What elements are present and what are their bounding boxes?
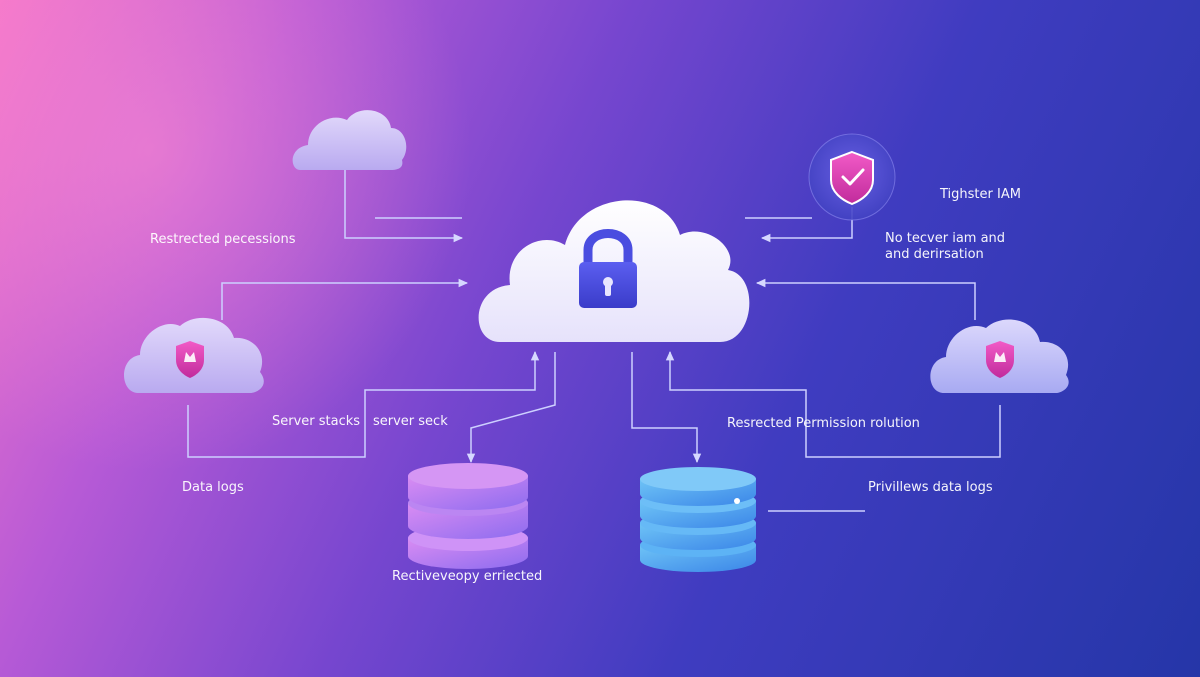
cloud-left	[124, 317, 264, 393]
connector-serverstacks	[187, 350, 540, 458]
connector-db-left	[466, 352, 556, 464]
label-rectivevopy: Rectiveveopy erriected	[392, 569, 543, 584]
connector-db-right	[631, 352, 702, 464]
cloud-topleft	[292, 110, 407, 170]
label-server-stacks: Server stacks	[272, 414, 361, 429]
label-no-tecver-2: and derirsation	[885, 247, 984, 262]
connector-topleft-cloud	[344, 168, 464, 243]
cloud-center	[478, 200, 750, 342]
label-no-tecver-1: No tecver iam and	[885, 231, 1006, 246]
shield-icon	[176, 341, 204, 378]
connector-rightcloud-center	[755, 278, 976, 320]
cloud-right	[930, 319, 1069, 393]
connector-leftcloud-center	[221, 278, 469, 320]
label-tighter-iam: Tighster IAM	[940, 187, 1021, 202]
label-data-logs: Data logs	[182, 480, 244, 495]
database-icon	[640, 467, 756, 572]
background-glow	[0, 0, 500, 500]
shield-icon	[986, 341, 1014, 378]
database-icon	[408, 463, 528, 569]
label-server-seck: server seck	[373, 414, 448, 429]
shield-check-icon	[830, 150, 874, 206]
label-restricted-permissions: Restrected pecessions	[150, 232, 296, 247]
label-privilews-data-logs: Privillews data logs	[868, 480, 993, 495]
padlock-icon	[579, 229, 637, 308]
label-restricted-permission-rolution: Resrected Permission rolution	[727, 416, 920, 431]
shield-check-badge	[808, 133, 896, 221]
connector-rightbottom	[665, 350, 1001, 458]
